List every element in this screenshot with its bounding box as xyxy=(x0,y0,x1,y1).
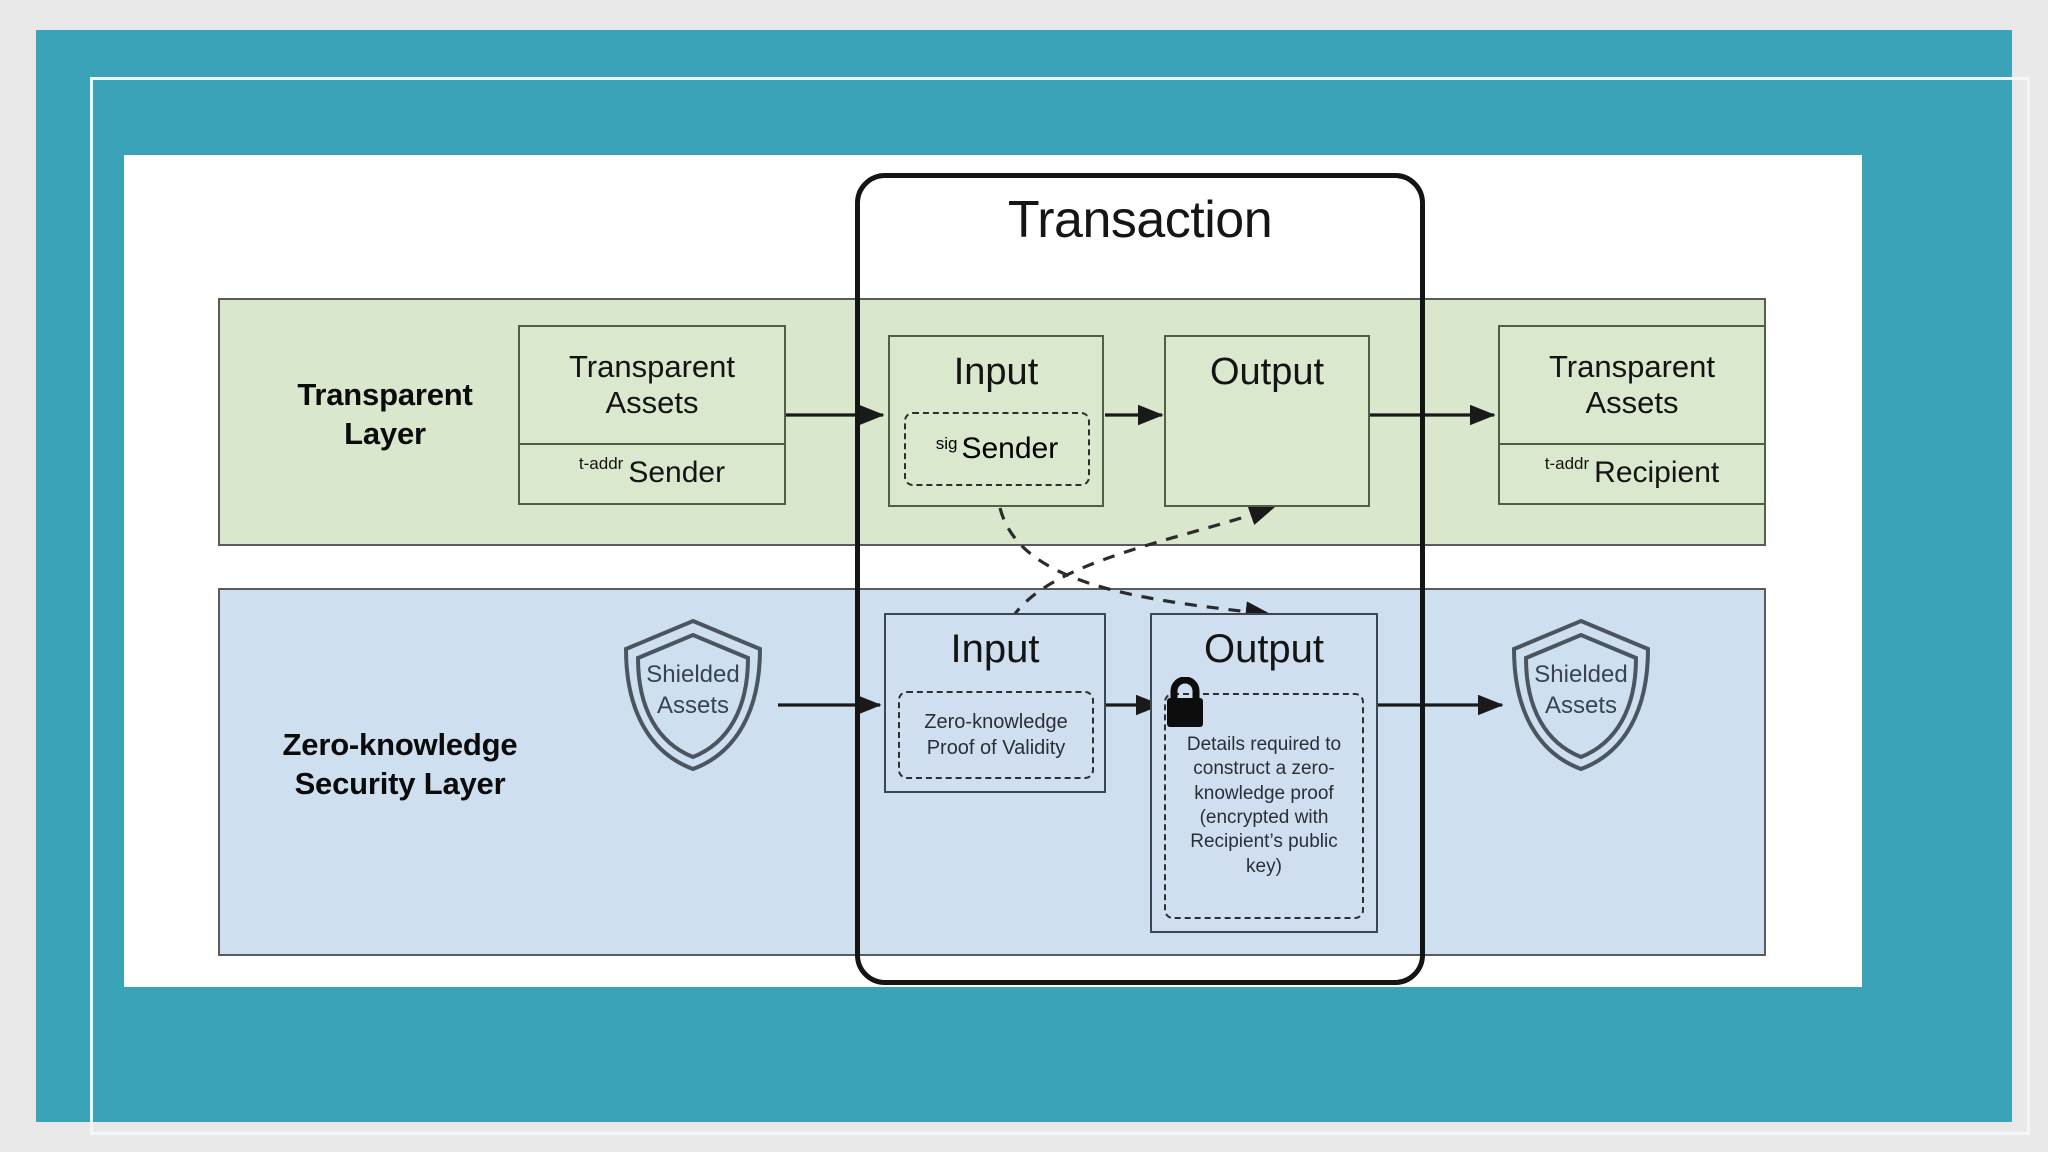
transaction-title: Transaction xyxy=(1007,191,1273,249)
shielded-input-box[interactable]: Input Zero-knowledge Proof of Validity xyxy=(884,613,1106,793)
shielded-input-title: Input xyxy=(950,627,1040,671)
recipient-party-label: Recipient xyxy=(1594,456,1720,489)
shielded-dest-line1: Shielded xyxy=(1534,661,1628,688)
zk-proof-line2: Proof of Validity xyxy=(926,737,1066,759)
transparent-assets-sender-line1: Transparent xyxy=(569,348,735,384)
sig-sender-label: Sender xyxy=(961,432,1059,465)
transparent-output-title: Output xyxy=(1209,351,1325,393)
shielded-source-line1: Shielded xyxy=(646,661,740,688)
shielded-source-line2: Assets xyxy=(656,692,730,720)
assets-divider xyxy=(520,443,784,445)
zk-proof-line1: Zero-knowledge xyxy=(924,711,1068,733)
shielded-assets-dest[interactable]: Shielded Assets xyxy=(1506,615,1656,775)
transparent-assets-recipient-title: Transparent Assets xyxy=(1500,327,1764,443)
sig-prefix: sig xyxy=(935,434,958,453)
transparent-assets-recipient-line1: Transparent xyxy=(1549,348,1715,384)
shield-icon xyxy=(1511,618,1651,772)
shielded-output-details-text: Details required to construct a zero-kno… xyxy=(1186,734,1342,877)
shielded-dest-line2: Assets xyxy=(1544,692,1618,720)
assets-divider xyxy=(1500,443,1764,445)
transparent-assets-recipient-line2: Assets xyxy=(1585,385,1679,420)
shield-icon xyxy=(623,618,763,772)
transparent-assets-sender-title: Transparent Assets xyxy=(520,327,784,443)
lock-icon xyxy=(1167,677,1203,727)
sender-party-label: Sender xyxy=(628,456,726,489)
shielded-assets-source[interactable]: Shielded Assets xyxy=(618,615,768,775)
t-addr-prefix: t-addr xyxy=(578,454,624,473)
shielded-output-box[interactable]: Output Details required to construct a z… xyxy=(1150,613,1378,933)
transaction-container xyxy=(855,173,1425,985)
zk-layer-label-line1: Zero-knowledge xyxy=(282,727,518,762)
transparent-input-title: Input xyxy=(953,351,1039,393)
transparent-layer-label-line2: Layer xyxy=(344,416,426,452)
t-addr-prefix: t-addr xyxy=(1544,454,1590,473)
shielded-assets-source-label: Shielded Assets xyxy=(618,659,768,721)
transparent-layer-label-line1: Transparent xyxy=(297,377,473,412)
zero-knowledge-layer-label: Zero-knowledge Security Layer xyxy=(235,725,565,803)
shielded-output-title: Output xyxy=(1203,627,1325,671)
transparent-assets-sender-line2: Assets xyxy=(605,385,699,420)
shielded-output-details: Details required to construct a zero-kno… xyxy=(1164,693,1364,919)
shielded-input-proof: Zero-knowledge Proof of Validity xyxy=(898,691,1094,779)
zk-layer-label-line2: Security Layer xyxy=(294,766,506,802)
shielded-assets-dest-label: Shielded Assets xyxy=(1506,659,1656,721)
transparent-layer-label: Transparent Layer xyxy=(235,375,535,453)
transparent-output-box[interactable]: Output xyxy=(1164,335,1370,507)
